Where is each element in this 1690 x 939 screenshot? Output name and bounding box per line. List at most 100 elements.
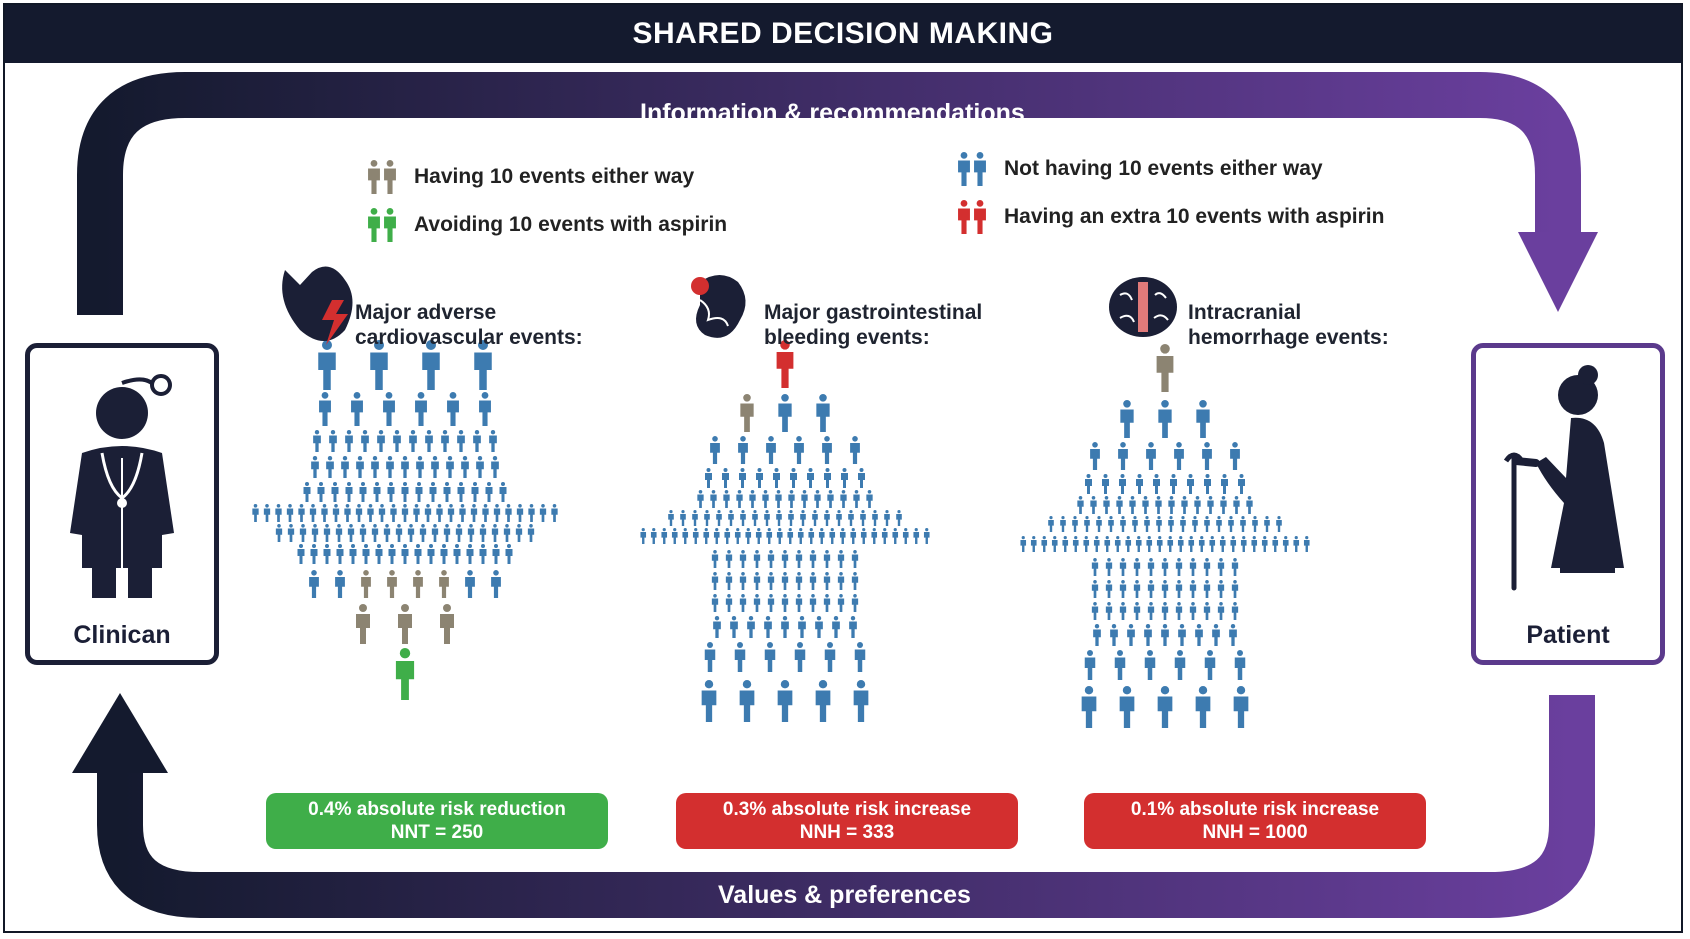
person-figure (1093, 624, 1101, 646)
person-figure (422, 340, 440, 390)
person-figure (781, 594, 789, 612)
person-figure (323, 544, 331, 564)
person-figure (1147, 602, 1155, 620)
person-figure (767, 550, 775, 568)
person-figure (795, 550, 803, 568)
person-figure (473, 430, 481, 452)
person-figure (361, 430, 369, 452)
person-figure (1196, 400, 1210, 438)
person-figure (841, 468, 848, 488)
intestine-icon (699, 299, 729, 327)
person-figure (1129, 496, 1136, 514)
person-figure (1220, 496, 1227, 514)
person-figure (1217, 558, 1225, 576)
person-figure (812, 510, 818, 526)
person-figure (252, 504, 259, 522)
person-figure (871, 528, 878, 544)
person-figure (798, 616, 806, 638)
person-figure (1133, 602, 1141, 620)
person-figure (1195, 686, 1211, 728)
person-figure (836, 510, 842, 526)
person-figure (378, 504, 386, 522)
person-figure (331, 482, 339, 502)
person-figure (1084, 650, 1096, 680)
person-figure (439, 570, 449, 598)
person-figure (457, 430, 465, 452)
person-figure (461, 456, 469, 478)
person-figure (776, 340, 794, 388)
person-figure (809, 550, 817, 568)
person-figure (1231, 602, 1239, 620)
person-figure (1161, 558, 1169, 576)
person-figure (1170, 474, 1177, 494)
elderly-woman-icon (1503, 365, 1624, 591)
person-figure (722, 468, 729, 488)
person-figure (701, 680, 717, 722)
person-figure (409, 430, 417, 452)
title-line: Major gastrointestinal (764, 301, 983, 324)
person-figure (351, 392, 363, 426)
person-figure (1195, 624, 1203, 646)
person-figure (1180, 516, 1186, 532)
person-figure (815, 616, 823, 638)
person-figure (1132, 516, 1138, 532)
top-arrow-label: Information & recommendations (640, 99, 1025, 127)
person-figure (692, 510, 698, 526)
person-figure (713, 616, 721, 638)
person-figure (851, 572, 859, 590)
person-figure (1251, 536, 1258, 552)
person-figure (866, 490, 873, 508)
grey-people-icon (368, 160, 396, 194)
person-figure (356, 456, 364, 478)
person-figure (958, 152, 970, 186)
person-figure (790, 468, 797, 488)
person-figure (440, 544, 448, 564)
person-figure (923, 528, 930, 544)
person-figure (1072, 516, 1078, 532)
person-figure (1104, 536, 1111, 552)
person-figure (395, 524, 403, 542)
person-figure (485, 482, 493, 502)
person-figure (974, 152, 986, 186)
person-figure (860, 510, 866, 526)
title-line: bleeding events: (764, 326, 930, 349)
person-figure (1119, 474, 1126, 494)
person-figure (373, 482, 381, 502)
person-figure (1203, 558, 1211, 576)
title-line: Intracranial (1188, 301, 1302, 324)
person-figure (1020, 536, 1027, 552)
person-figure (427, 544, 435, 564)
person-figure (335, 524, 343, 542)
person-figure (778, 394, 792, 432)
person-figure (1142, 496, 1149, 514)
person-figure (359, 482, 367, 502)
person-figure (539, 504, 547, 522)
person-figure (1229, 624, 1237, 646)
person-figure (388, 544, 396, 564)
person-figure (816, 394, 830, 432)
person-figure (747, 616, 755, 638)
green-people-icon (368, 208, 396, 242)
person-figure (1204, 474, 1211, 494)
person-figure (1161, 602, 1169, 620)
person-figure (393, 430, 401, 452)
person-figure (692, 528, 699, 544)
person-figure (310, 544, 318, 564)
person-figure (1147, 558, 1155, 576)
person-figure (386, 456, 394, 478)
person-figure (704, 510, 710, 526)
person-figure (752, 510, 758, 526)
title-line: cardiovascular events: (355, 326, 583, 349)
person-figure (313, 430, 321, 452)
person-figure (1144, 650, 1156, 680)
badge-line: 0.3% absolute risk increase (722, 799, 972, 820)
person-figure (489, 430, 497, 452)
person-figure (739, 594, 747, 612)
person-figure (470, 504, 478, 522)
person-figure (723, 490, 730, 508)
person-figure (1189, 558, 1197, 576)
person-figure (1234, 650, 1246, 680)
person-figure (829, 528, 836, 544)
person-figure (1048, 516, 1054, 532)
